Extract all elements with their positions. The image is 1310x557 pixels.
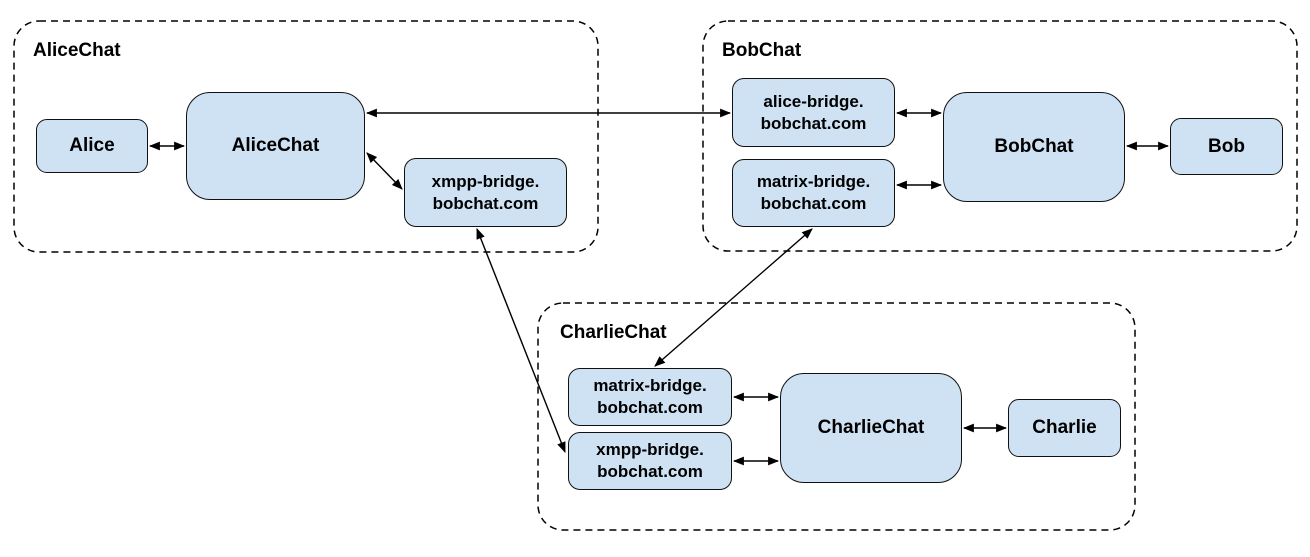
- edge-matrixbridge-bob-matrixbridge-charlie: [654, 228, 813, 367]
- matrix-bridge-bob-node-label: matrix-bridge. bobchat.com: [756, 172, 871, 213]
- alicechat-group-border: [13, 20, 599, 253]
- charliechat-server-node-label: CharlieChat: [817, 417, 925, 438]
- bob-node: Bob: [1170, 118, 1283, 175]
- xmpp-bridge-alice-node-label: xmpp-bridge. bobchat.com: [431, 171, 540, 213]
- bob-node-label: Bob: [1208, 135, 1245, 157]
- charlie-node-label: Charlie: [1032, 417, 1097, 438]
- bobchat-server-node-label: BobChat: [994, 136, 1074, 157]
- edge-alicechat-xmppbridge-alice: [366, 152, 403, 190]
- alice-bridge-bob-node: alice-bridge. bobchat.com: [732, 78, 895, 147]
- alice-node-label: Alice: [69, 135, 115, 156]
- xmpp-bridge-charlie-node-label: xmpp-bridge. bobchat.com: [596, 440, 704, 481]
- alice-node: Alice: [36, 119, 148, 173]
- charliechat-group-label: CharlieChat: [560, 322, 667, 343]
- xmpp-bridge-alice-node: xmpp-bridge. bobchat.com: [404, 158, 567, 227]
- alicechat-group-label: AliceChat: [33, 40, 121, 61]
- bobchat-group-label: BobChat: [722, 40, 802, 61]
- matrix-bridge-charlie-node: matrix-bridge. bobchat.com: [568, 368, 732, 426]
- matrix-bridge-bob-node: matrix-bridge. bobchat.com: [732, 159, 895, 227]
- charlie-node: Charlie: [1008, 399, 1121, 457]
- alicechat-server-node: AliceChat: [186, 92, 365, 200]
- bobchat-group-border: [702, 20, 1298, 252]
- charliechat-server-node: CharlieChat: [780, 373, 962, 483]
- xmpp-bridge-charlie-node: xmpp-bridge. bobchat.com: [568, 432, 732, 490]
- alice-bridge-bob-node-label: alice-bridge. bobchat.com: [760, 91, 867, 133]
- matrix-bridge-charlie-node-label: matrix-bridge. bobchat.com: [593, 376, 707, 417]
- edge-xmppbridge-alice-xmppbridge-charlie: [476, 227, 566, 454]
- alicechat-server-node-label: AliceChat: [231, 135, 320, 156]
- bobchat-server-node: BobChat: [943, 92, 1125, 202]
